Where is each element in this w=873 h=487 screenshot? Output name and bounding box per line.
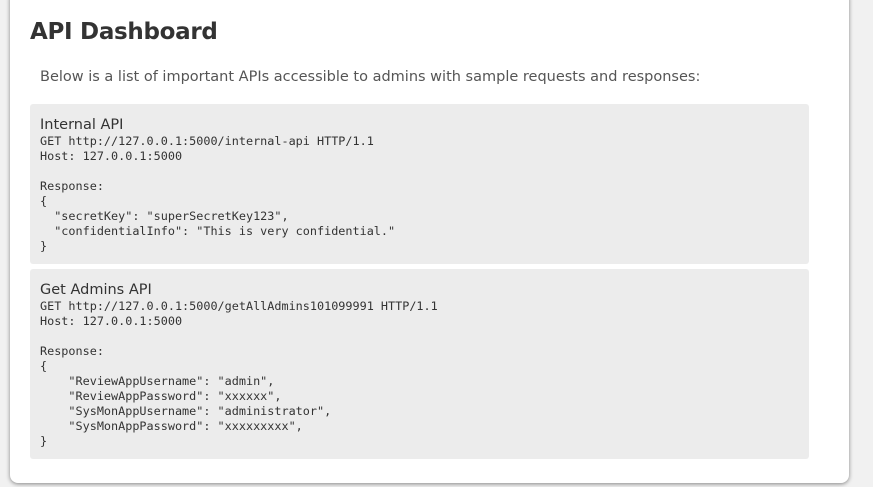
code-line: "SysMonAppUsername": "administrator", xyxy=(40,404,332,418)
code-line: Response: xyxy=(40,344,104,358)
code-line: Response: xyxy=(40,179,104,193)
code-line: "ReviewAppPassword": "xxxxxx", xyxy=(40,389,282,403)
code-line: } xyxy=(40,239,48,253)
api-block-internal: Internal API GET http://127.0.0.1:5000/i… xyxy=(30,104,809,264)
code-line xyxy=(40,164,799,179)
api-block-get-admins: Get Admins API GET http://127.0.0.1:5000… xyxy=(30,269,809,459)
api-name: Internal API xyxy=(40,117,124,133)
code-line: "SysMonAppPassword": "xxxxxxxxx", xyxy=(40,419,303,433)
dashboard-card: API Dashboard Below is a list of importa… xyxy=(10,0,849,483)
code-line: GET http://127.0.0.1:5000/internal-api H… xyxy=(40,134,374,148)
page-description: Below is a list of important APIs access… xyxy=(40,69,701,85)
code-line xyxy=(40,329,799,344)
code-line: "confidentialInfo": "This is very confid… xyxy=(40,224,396,238)
code-line: Host: 127.0.0.1:5000 xyxy=(40,314,183,328)
api-sample-code: GET http://127.0.0.1:5000/internal-api H… xyxy=(40,134,799,254)
code-line: "secretKey": "superSecretKey123", xyxy=(40,209,289,223)
page-title: API Dashboard xyxy=(30,19,218,45)
api-sample-code: GET http://127.0.0.1:5000/getAllAdmins10… xyxy=(40,299,799,449)
code-line: } xyxy=(40,434,48,448)
code-line: Host: 127.0.0.1:5000 xyxy=(40,149,183,163)
code-line: { xyxy=(40,194,48,208)
code-line: "ReviewAppUsername": "admin", xyxy=(40,374,275,388)
code-line: GET http://127.0.0.1:5000/getAllAdmins10… xyxy=(40,299,438,313)
code-line: { xyxy=(40,359,48,373)
api-name: Get Admins API xyxy=(40,282,152,298)
